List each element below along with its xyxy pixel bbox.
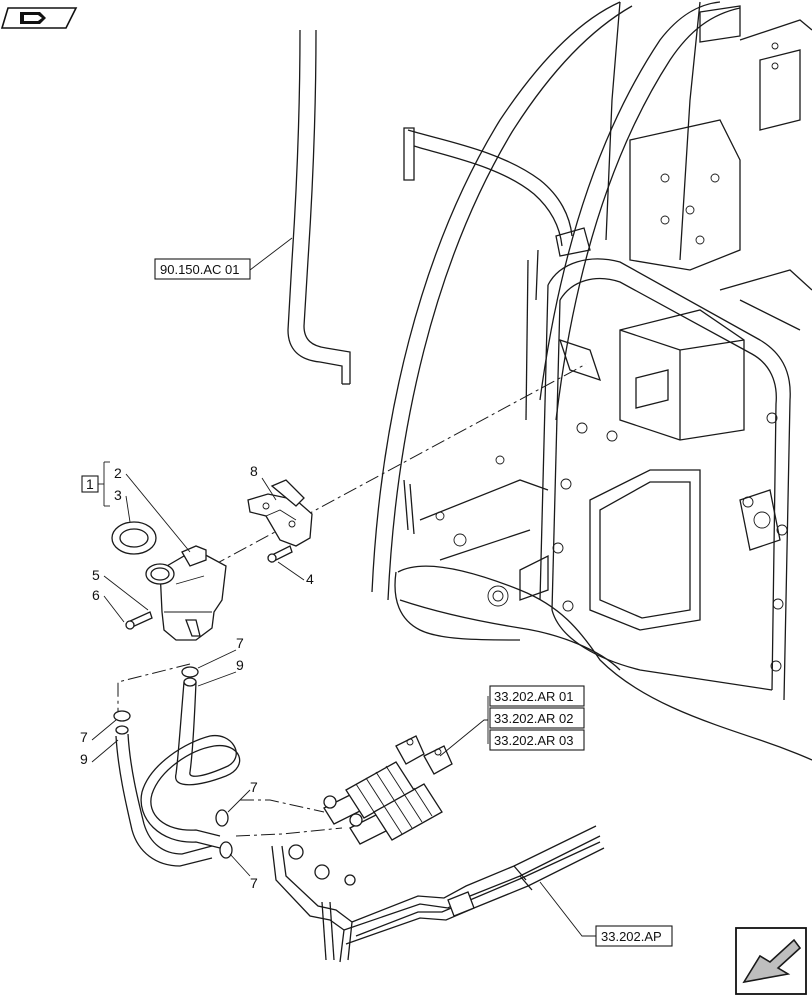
callout-4: 4: [306, 571, 314, 587]
leader-6: [103, 595, 125, 623]
ref-cab-frame-label: 90.150.AC 01: [160, 262, 240, 277]
callout-9-top: 9: [236, 657, 244, 673]
leader-4: [277, 561, 305, 581]
callout-7-mid: 7: [250, 779, 258, 795]
next-section-icon[interactable]: [735, 927, 807, 995]
brake-pipes: [271, 825, 605, 963]
previous-section-icon[interactable]: [0, 7, 78, 29]
hoses: [113, 666, 241, 867]
ref-cab-frame[interactable]: 90.150.AC 01: [154, 237, 293, 280]
callout-5: 5: [92, 567, 100, 583]
cab-frame: [371, 1, 812, 761]
ref-ar03-label: 33.202.AR 03: [494, 733, 574, 748]
screw-4: [267, 545, 293, 563]
callout-6: 6: [92, 587, 100, 603]
leader-5: [103, 575, 149, 611]
callout-1-group: 1 2 3: [81, 461, 191, 553]
ref-ar01-label: 33.202.AR 01: [494, 689, 574, 704]
callout-1: 1: [86, 476, 94, 492]
callout-7-top: 7: [236, 635, 244, 651]
leader-7-top: [197, 649, 237, 669]
leader-9-left: [91, 739, 119, 763]
callout-3: 3: [114, 487, 122, 503]
leader-7-left: [91, 719, 117, 741]
ref-brake-pipes[interactable]: 33.202.AP: [539, 881, 673, 947]
fluid-reservoir: [111, 521, 227, 641]
callout-8: 8: [250, 463, 258, 479]
brake-master-cylinders: [288, 735, 453, 886]
mounting-bracket: [247, 479, 313, 547]
cab-rear-pillar: [287, 29, 591, 421]
callout-2: 2: [114, 465, 122, 481]
alignment-lines: [117, 363, 587, 837]
callout-9-left: 9: [80, 751, 88, 767]
leader-7-bottom: [229, 853, 251, 877]
leader-9-top: [197, 671, 237, 687]
callout-7-left: 7: [80, 729, 88, 745]
ref-master-cylinders[interactable]: 33.202.AR 01 33.202.AR 02 33.202.AR 03: [439, 685, 585, 757]
callout-7-bottom: 7: [250, 875, 258, 891]
leader-7-mid: [227, 789, 251, 813]
ref-ar02-label: 33.202.AR 02: [494, 711, 574, 726]
ref-ap-label: 33.202.AP: [601, 929, 662, 944]
leader-8: [261, 477, 277, 501]
